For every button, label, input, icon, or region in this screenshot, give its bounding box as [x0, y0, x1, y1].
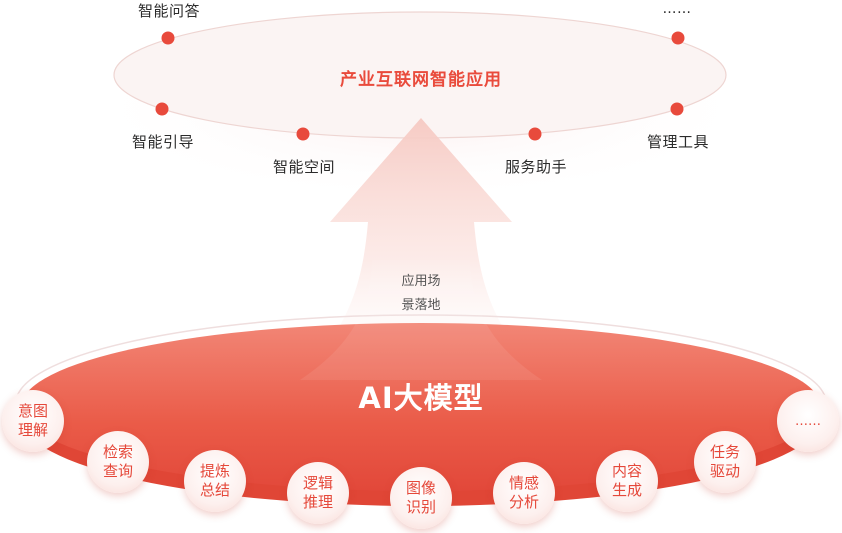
capability-generation-line-2: 生成 — [611, 481, 642, 499]
capability-reasoning-line-2: 推理 — [302, 493, 333, 511]
capability-task-line-2: 驱动 — [709, 462, 740, 480]
node-dot-space — [296, 127, 310, 141]
capability-summarize-line-2: 总结 — [199, 481, 230, 499]
capability-reasoning: 逻辑 推理 — [287, 462, 349, 524]
capability-search: 检索 查询 — [87, 431, 149, 493]
node-dot-qa — [161, 31, 175, 45]
top-platform-title: 产业互联网智能应用 — [340, 70, 502, 90]
capability-sentiment-line-1: 情感 — [508, 474, 539, 492]
capability-search-line-1: 检索 — [102, 443, 133, 461]
capability-intent: 意图 理解 — [2, 390, 64, 452]
capability-sentiment: 情感 分析 — [493, 462, 555, 524]
capability-task-line-1: 任务 — [709, 443, 740, 461]
capability-task: 任务 驱动 — [694, 431, 756, 493]
node-dot-service — [528, 127, 542, 141]
capability-more: …… — [777, 390, 839, 452]
capability-image: 图像 识别 — [390, 467, 452, 529]
node-dot-tools — [670, 102, 684, 116]
capability-intent-line-2: 理解 — [17, 421, 48, 439]
capability-intent-line-1: 意图 — [17, 402, 48, 420]
node-dot-guide — [155, 102, 169, 116]
base-platform-title: AI大模型 — [358, 381, 484, 415]
capability-sentiment-line-2: 分析 — [508, 493, 539, 511]
node-label-guide: 智能引导 — [131, 133, 195, 151]
capability-generation: 内容 生成 — [596, 450, 658, 512]
base-platform-surface — [21, 323, 821, 491]
capability-generation-line-1: 内容 — [611, 462, 642, 480]
capability-summarize-line-1: 提炼 — [199, 462, 230, 480]
capability-image-line-1: 图像 — [405, 479, 436, 497]
node-dot-more — [671, 31, 685, 45]
node-label-service: 服务助手 — [504, 158, 568, 176]
arrow-label-line-2: 景落地 — [401, 298, 441, 313]
node-label-tools: 管理工具 — [646, 133, 710, 151]
arrow-label-line-1: 应用场 — [401, 274, 441, 289]
node-label-qa: 智能问答 — [137, 2, 201, 20]
capability-reasoning-line-1: 逻辑 — [302, 474, 333, 492]
node-label-space: 智能空间 — [272, 158, 336, 176]
arrow-base-overlay — [300, 260, 542, 380]
capability-search-line-2: 查询 — [102, 462, 133, 480]
capability-more-line-1: …… — [795, 413, 821, 429]
upward-arrow — [294, 118, 548, 380]
capability-summarize: 提炼 总结 — [184, 450, 246, 512]
node-label-more: …… — [662, 1, 692, 17]
arrow-label: 应用场 景落地 — [401, 270, 440, 318]
capability-image-line-2: 识别 — [405, 498, 436, 516]
